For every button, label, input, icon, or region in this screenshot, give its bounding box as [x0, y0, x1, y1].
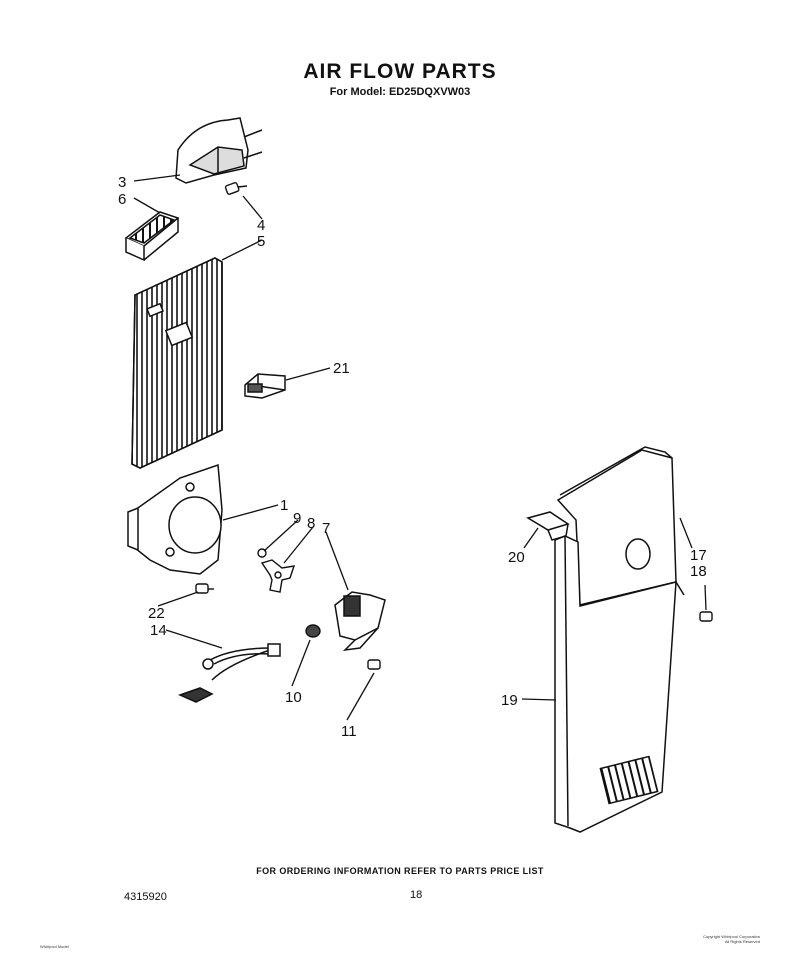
screw-part-11 [367, 659, 381, 670]
callout-14: 14 [150, 622, 167, 639]
callout-18: 18 [690, 563, 707, 580]
callout-11: 11 [341, 723, 357, 740]
fine-print-left: Whirlpool Model [40, 944, 69, 949]
fan-shroud-part-1 [127, 463, 223, 575]
screw-part-4 [224, 182, 248, 195]
callout-4: 4 [257, 217, 265, 234]
fine-print-right-line-2: All Rights Reserved [724, 939, 760, 944]
grille-part-6 [124, 211, 180, 262]
callout-6: 6 [118, 191, 126, 208]
callout-19: 19 [501, 692, 518, 709]
ordering-note: FOR ORDERING INFORMATION REFER TO PARTS … [256, 866, 544, 876]
callout-9: 9 [293, 510, 301, 527]
bracket-part-21 [244, 373, 286, 399]
air-duct-housing [175, 117, 263, 184]
screw-part-18 [699, 611, 713, 622]
model-subtitle: For Model: ED25DQXVW03 [329, 86, 471, 98]
callout-10: 10 [285, 689, 302, 706]
leader-lines [133, 174, 707, 721]
callout-8: 8 [307, 515, 315, 532]
screw-part-22 [195, 583, 214, 594]
wire-harness-part-14 [177, 643, 281, 703]
fine-print-left-line: Whirlpool Model [40, 944, 69, 949]
callout-7: 7 [322, 520, 330, 537]
fan-motor-part-7 [334, 591, 386, 652]
fine-print-right-line-1: Copyright Whirlpool Corporation [703, 934, 760, 939]
evaporator-panel-part-5 [131, 257, 223, 469]
callout-17: 17 [690, 547, 707, 564]
duct-panel-part-19 [554, 535, 677, 833]
callout-21: 21 [333, 360, 350, 377]
callout-22: 22 [148, 605, 165, 622]
callout-labels: 3 6 4 5 21 1 9 8 7 22 14 10 11 20 17 18 … [118, 174, 707, 740]
page-title: AIR FLOW PARTS [303, 60, 497, 83]
fan-blade-part-8 [257, 548, 296, 593]
trim-strip-part-20 [526, 511, 570, 541]
callout-1: 1 [280, 497, 288, 514]
callout-3: 3 [118, 174, 126, 191]
document-number: 4315920 [124, 891, 167, 903]
grommet-part-10 [305, 624, 321, 638]
page-number: 18 [410, 889, 423, 901]
callout-5: 5 [257, 233, 265, 250]
fine-print-right: Copyright Whirlpool Corporation All Righ… [620, 934, 760, 944]
callout-20: 20 [508, 549, 525, 566]
